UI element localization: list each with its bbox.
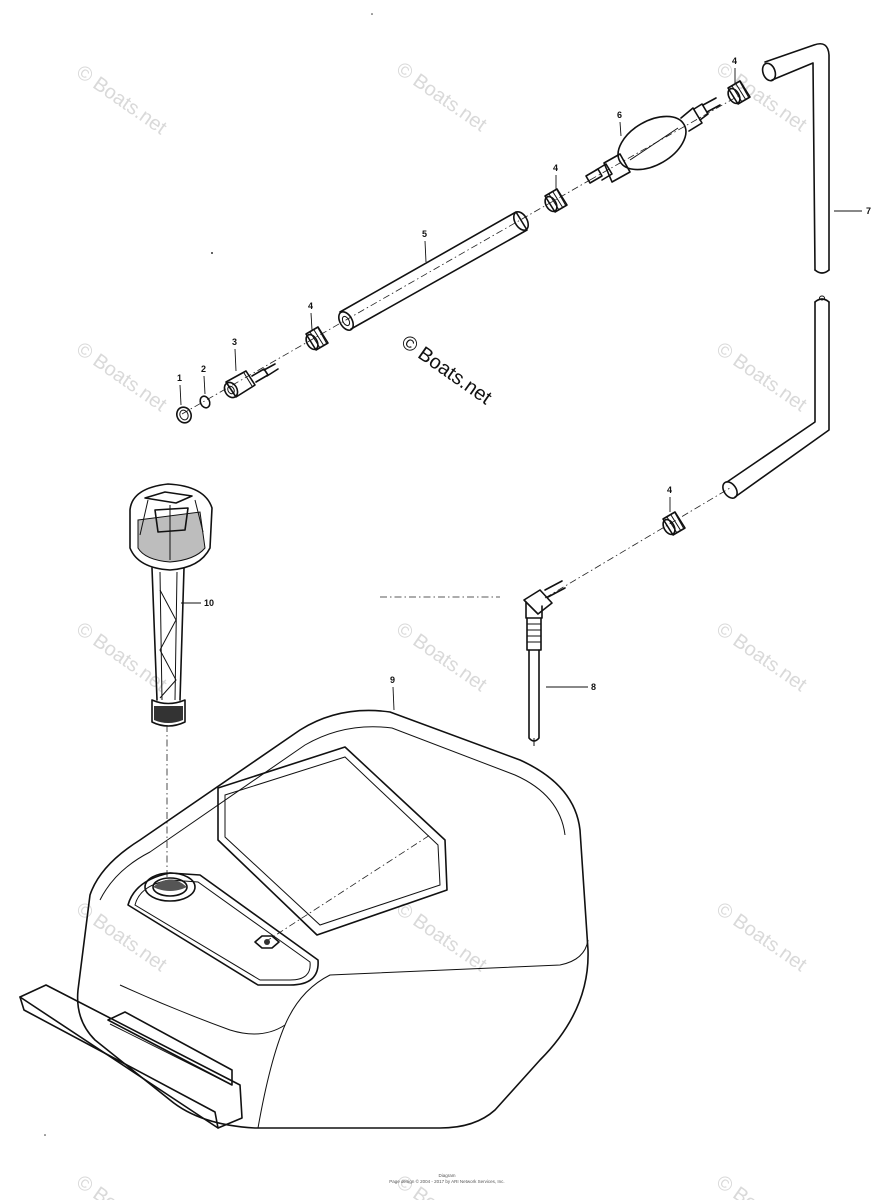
callout-label-9: 9 — [390, 675, 395, 685]
watermark: © Boats.net — [712, 898, 811, 976]
callout-label-4: 4 — [553, 163, 558, 173]
watermark: © Boats.net — [712, 1171, 811, 1200]
part-4-hose-clamp — [727, 80, 751, 105]
center-lines — [166, 94, 741, 943]
part-1-o-ring — [176, 406, 192, 424]
footer: Diagram Page design © 2004 - 2017 by ARI… — [389, 1173, 504, 1184]
callout-label-4: 4 — [732, 56, 737, 66]
watermark: © Boats.net — [392, 618, 491, 696]
callout-label-6: 6 — [617, 110, 622, 120]
part-4-hose-clamp — [305, 326, 329, 351]
part-6-primer-bulb — [585, 97, 721, 184]
watermark: © Boats.net — [392, 898, 491, 976]
leader-line — [619, 121, 622, 137]
speck — [44, 1134, 46, 1136]
callouts: 1 2 3 4 5 4 6 4 7 4 8 9 10 — [177, 56, 871, 711]
watermark: © Boats.net — [72, 338, 171, 416]
part-5-hose — [337, 211, 530, 331]
speck — [371, 13, 373, 15]
leader-line — [310, 312, 313, 331]
callout-label-4: 4 — [667, 485, 672, 495]
part-10-fuel-gauge — [129, 483, 213, 727]
leader-line — [179, 384, 182, 406]
fuel-line-axis — [589, 94, 741, 181]
watermark: © Boats.net — [712, 338, 811, 416]
part-4-hose-clamp — [662, 511, 686, 536]
leader-line — [392, 686, 395, 711]
fitting-axis — [264, 834, 431, 943]
part-4-hose-clamp — [544, 188, 568, 213]
callout-label-10: 10 — [204, 598, 214, 608]
watermark: © Boats.net — [712, 618, 811, 696]
callout-label-1: 1 — [177, 373, 182, 383]
footer-copyright: Page design © 2004 - 2017 by ARI Network… — [389, 1178, 504, 1184]
fuel-line-axis — [181, 179, 591, 415]
part-2-o-ring — [199, 395, 211, 409]
watermark: © Boats.net — [392, 58, 491, 136]
leader-line — [424, 240, 427, 263]
callout-label-7: 7 — [866, 206, 871, 216]
watermark-layer: © Boats.net © Boats.net © Boats.net © Bo… — [72, 58, 811, 1200]
part-9-fuel-tank — [19, 709, 589, 1129]
callout-label-2: 2 — [201, 364, 206, 374]
leader-line — [234, 348, 237, 372]
watermark: © Boats.net — [72, 61, 171, 139]
callout-label-5: 5 — [422, 229, 427, 239]
speck — [211, 252, 213, 254]
watermark: © Boats.net — [72, 1171, 171, 1200]
part-3-connector — [223, 363, 279, 399]
callout-label-8: 8 — [591, 682, 596, 692]
part-8-fuel-pickup — [523, 580, 566, 746]
callout-label-4: 4 — [308, 301, 313, 311]
footer-title: Diagram — [438, 1173, 455, 1178]
callout-label-3: 3 — [232, 337, 237, 347]
outlet-axis — [544, 487, 731, 599]
leader-line — [203, 375, 206, 395]
watermark-center: © Boats.net — [397, 331, 496, 409]
watermark: © Boats.net — [72, 898, 171, 976]
part-7-bent-hose — [722, 42, 830, 499]
